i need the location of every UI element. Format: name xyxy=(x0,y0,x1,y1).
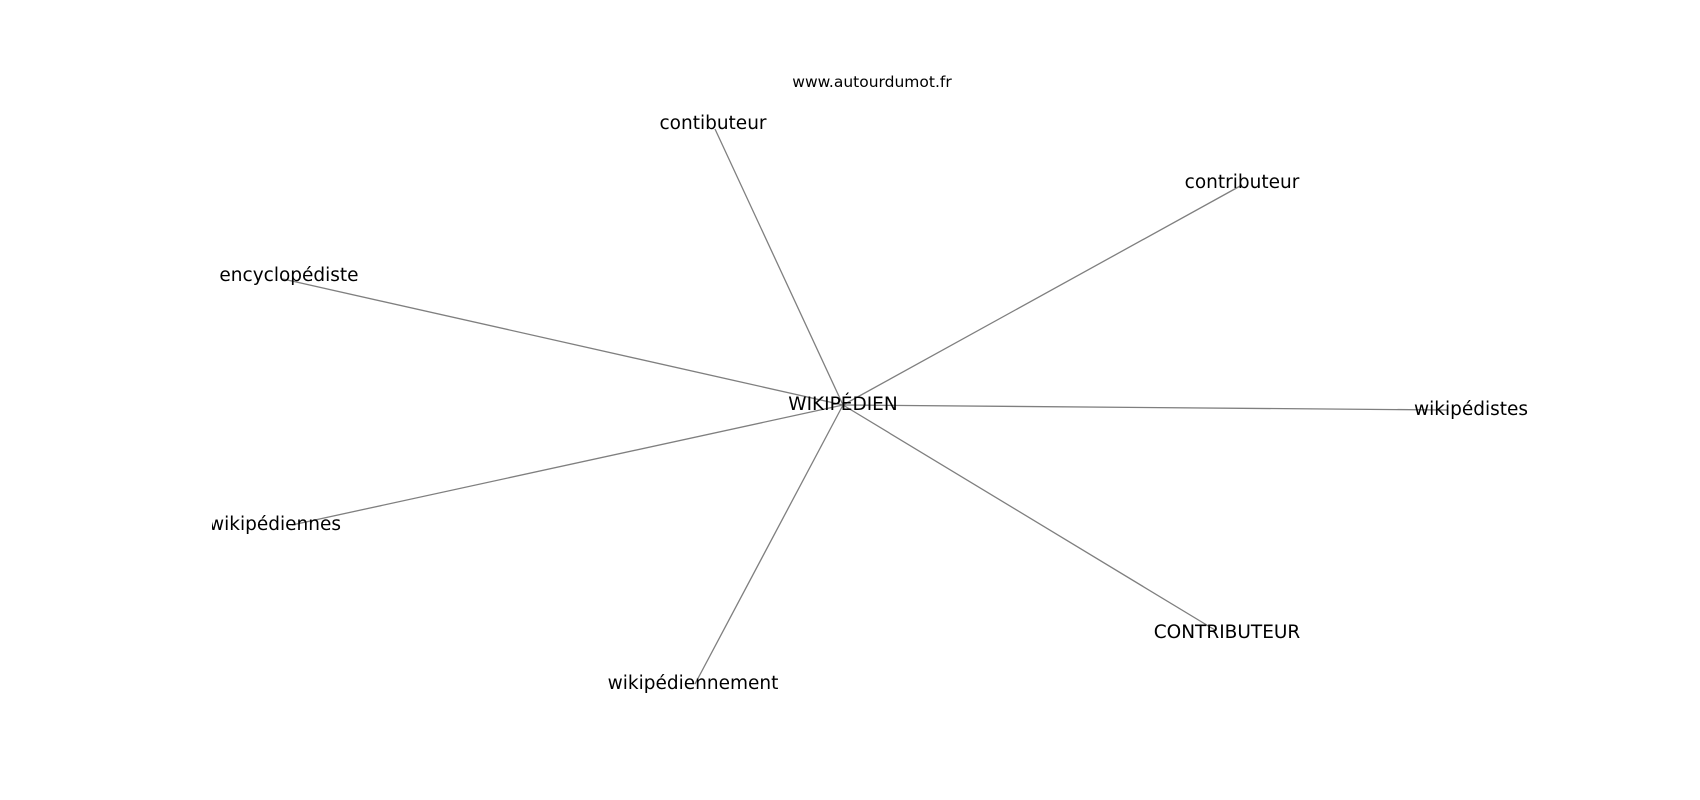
node-label-n2[interactable]: contributeur xyxy=(1184,171,1300,193)
edge-n3 xyxy=(282,278,844,406)
edge-n6 xyxy=(842,404,1216,631)
node-labels: WIKIPÉDIEN contibuteur contributeur encyclo… xyxy=(212,0,1700,800)
node-label-n5[interactable]: wikipédiennes xyxy=(212,513,341,535)
node-label-n1[interactable]: contibuteur xyxy=(659,112,767,134)
site-watermark: www.autourdumot.fr xyxy=(792,73,952,91)
node-label-center[interactable]: WIKIPÉDIEN xyxy=(788,393,898,415)
edge-n4 xyxy=(842,404,1448,411)
node-label-n6[interactable]: CONTRIBUTEUR xyxy=(1153,621,1301,643)
node-label-n4[interactable]: wikipédistes xyxy=(1413,398,1529,420)
edge-n5 xyxy=(291,404,844,526)
edge-n2 xyxy=(842,184,1243,406)
node-label-n3[interactable]: encyclopédiste xyxy=(219,264,359,286)
node-label-n7[interactable]: wikipédiennement xyxy=(607,672,779,694)
edge-n7 xyxy=(694,404,844,685)
word-graph xyxy=(282,128,1448,685)
graph-canvas: WIKIPÉDIEN contibuteur contributeur encyclo… xyxy=(212,0,1700,800)
edge-n1 xyxy=(714,128,844,406)
edges xyxy=(282,128,1448,685)
